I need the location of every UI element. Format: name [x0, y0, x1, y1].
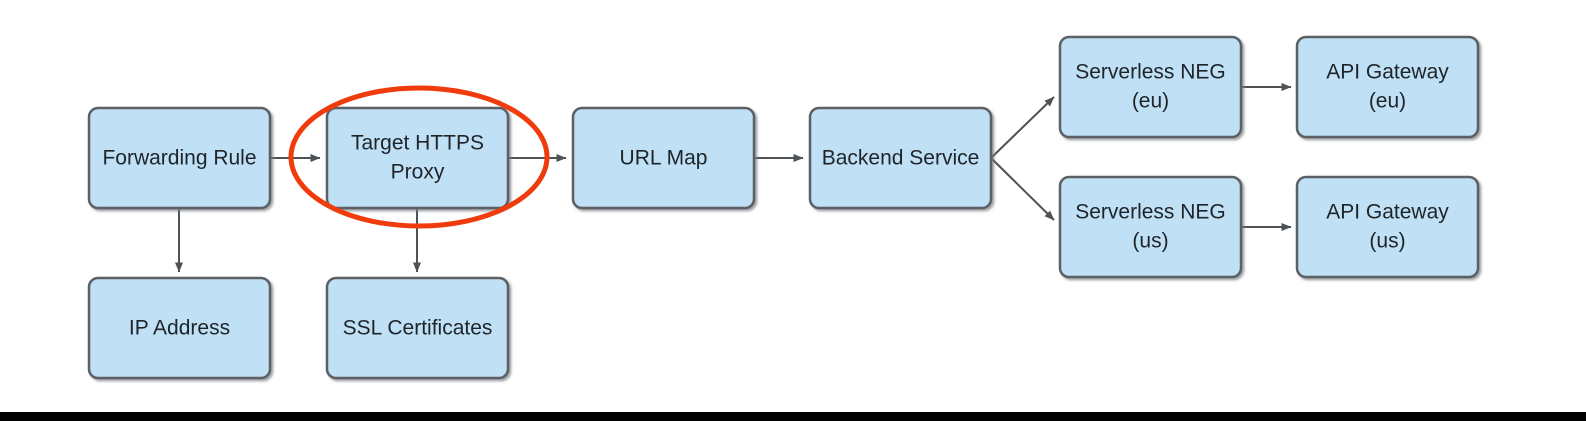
node-url-map-label: URL Map [620, 147, 708, 170]
node-target-https-proxy-label-line2: Proxy [391, 161, 445, 184]
node-backend-service[interactable]: Backend Service [808, 106, 993, 210]
node-ip-address[interactable]: IP Address [87, 276, 272, 380]
node-ip-address-label: IP Address [129, 317, 230, 340]
node-api-gateway-us-label-line1: API Gateway [1326, 201, 1449, 224]
node-serverless-neg-us-label-line1: Serverless NEG [1075, 201, 1226, 224]
node-serverless-neg-eu-box[interactable] [1058, 35, 1243, 139]
edge-backend-service-to-serverless-neg-eu [990, 96, 1055, 159]
node-api-gateway-eu-box[interactable] [1295, 35, 1480, 139]
annotations-layer [288, 85, 550, 229]
node-url-map[interactable]: URL Map [571, 106, 756, 210]
node-api-gateway-eu-label-line1: API Gateway [1326, 61, 1449, 84]
node-target-https-proxy[interactable]: Target HTTPS Proxy [325, 106, 510, 210]
node-url-map-box[interactable] [571, 106, 756, 210]
node-backend-service-label: Backend Service [822, 147, 980, 170]
footer-band [0, 412, 1586, 421]
nodes-layer: Forwarding Rule Target HTTPS Proxy URL M… [87, 35, 1480, 380]
node-serverless-neg-eu-label-line1: Serverless NEG [1075, 61, 1226, 84]
node-serverless-neg-us-box[interactable] [1058, 175, 1243, 279]
node-ssl-certificates[interactable]: SSL Certificates [325, 276, 510, 380]
node-ssl-certificates-label: SSL Certificates [343, 317, 493, 340]
node-serverless-neg-us[interactable]: Serverless NEG (us) [1058, 175, 1243, 279]
node-ssl-certificates-box[interactable] [325, 276, 510, 380]
node-backend-service-box[interactable] [808, 106, 993, 210]
highlight-ellipse-icon [288, 85, 550, 229]
node-api-gateway-us-label-line2: (us) [1369, 230, 1405, 253]
node-api-gateway-eu[interactable]: API Gateway (eu) [1295, 35, 1480, 139]
node-serverless-neg-us-label-line2: (us) [1132, 230, 1168, 253]
node-ip-address-box[interactable] [87, 276, 272, 380]
node-serverless-neg-eu-label-line2: (eu) [1132, 90, 1169, 113]
node-serverless-neg-eu[interactable]: Serverless NEG (eu) [1058, 35, 1243, 139]
node-forwarding-rule-box[interactable] [87, 106, 272, 210]
node-forwarding-rule[interactable]: Forwarding Rule [87, 106, 272, 210]
node-target-https-proxy-label-line1: Target HTTPS [351, 132, 484, 155]
node-api-gateway-us-box[interactable] [1295, 175, 1480, 279]
edges-layer [175, 83, 1292, 273]
node-api-gateway-eu-label-line2: (eu) [1369, 90, 1406, 113]
node-target-https-proxy-box[interactable] [325, 106, 510, 210]
edge-backend-service-to-serverless-neg-us [990, 157, 1055, 221]
node-api-gateway-us[interactable]: API Gateway (us) [1295, 175, 1480, 279]
node-forwarding-rule-label: Forwarding Rule [102, 147, 256, 170]
